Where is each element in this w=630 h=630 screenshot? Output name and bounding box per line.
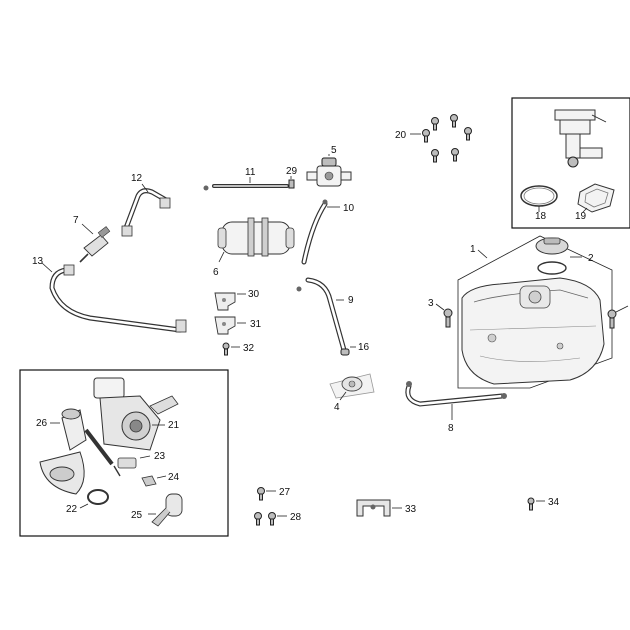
fuel-pump-unit bbox=[554, 109, 607, 168]
label-21: 21 bbox=[168, 420, 180, 431]
label-1: 1 bbox=[470, 244, 476, 255]
label-20: 20 bbox=[395, 130, 407, 141]
bolt-27: 27 bbox=[257, 487, 291, 501]
label-32: 32 bbox=[243, 343, 255, 354]
throttle-body-inset: 21 26 23 24 22 bbox=[19, 369, 229, 537]
label-8: 8 bbox=[448, 423, 454, 434]
label-5: 5 bbox=[331, 145, 337, 156]
label-22: 22 bbox=[66, 504, 78, 515]
fuel-cap-2: 2 bbox=[535, 237, 594, 275]
label-13: 13 bbox=[32, 256, 44, 267]
fuel-hose-12: 12 bbox=[121, 173, 171, 237]
inline-filter-7: 7 bbox=[73, 215, 111, 263]
clamp-29: 29 bbox=[286, 166, 298, 189]
label-11: 11 bbox=[245, 167, 256, 178]
bracket-33: 33 bbox=[356, 499, 417, 517]
label-26: 26 bbox=[36, 418, 48, 429]
hose-clip-16: 16 bbox=[340, 342, 370, 356]
bolt-set-28: 28 bbox=[254, 512, 302, 526]
charcoal-canister-6: 6 bbox=[213, 217, 295, 278]
label-2: 2 bbox=[588, 253, 594, 264]
label-31: 31 bbox=[250, 319, 262, 330]
mounting-plate-19 bbox=[577, 183, 615, 213]
label-23: 23 bbox=[154, 451, 166, 462]
tank-bolt-3: 3 bbox=[428, 298, 453, 328]
label-4: 4 bbox=[334, 402, 340, 413]
label-10: 10 bbox=[343, 203, 355, 214]
label-24: 24 bbox=[168, 472, 180, 483]
o-ring-22: 22 bbox=[66, 489, 109, 515]
fuel-hose-8: 8 bbox=[405, 381, 507, 434]
bolt-set-20: 20 bbox=[395, 114, 472, 163]
label-27: 27 bbox=[279, 487, 291, 498]
label-29: 29 bbox=[286, 166, 298, 177]
fuel-pump-inset: 18 19 bbox=[511, 97, 630, 229]
bracket-31: 31 bbox=[214, 316, 262, 335]
label-33: 33 bbox=[405, 504, 417, 515]
label-28: 28 bbox=[290, 512, 302, 523]
sensor-25: 25 bbox=[131, 493, 183, 527]
bolt-34: 34 bbox=[527, 497, 560, 511]
label-25: 25 bbox=[131, 510, 143, 521]
label-18: 18 bbox=[535, 211, 547, 222]
label-9: 9 bbox=[348, 295, 354, 306]
label-6: 6 bbox=[213, 267, 219, 278]
fuel-tank-1 bbox=[461, 277, 605, 385]
bracket-30: 30 bbox=[214, 289, 260, 311]
fuel-filter-5: 5 bbox=[306, 145, 352, 187]
label-19: 19 bbox=[575, 211, 587, 222]
fuel-hose-9: 9 bbox=[296, 277, 354, 353]
throttle-body-21: 21 bbox=[93, 377, 180, 451]
fuel-pipe-11: 11 bbox=[203, 167, 289, 191]
label-3: 3 bbox=[428, 298, 434, 309]
fuel-hose-13: 13 bbox=[32, 256, 187, 333]
intake-boot-26: 26 bbox=[36, 408, 87, 495]
label-16: 16 bbox=[358, 342, 370, 353]
fuel-tank-assembly: 1 2 3 bbox=[428, 235, 629, 389]
label-12: 12 bbox=[131, 173, 143, 184]
fuel-valve-4: 4 bbox=[329, 373, 375, 413]
gasket-ring-18 bbox=[520, 185, 558, 207]
fuel-hose-10: 10 bbox=[301, 199, 355, 265]
connector-23: 23 bbox=[113, 451, 166, 477]
bolt-32: 32 bbox=[222, 342, 255, 356]
label-7: 7 bbox=[73, 215, 79, 226]
label-34: 34 bbox=[548, 497, 560, 508]
clip-24: 24 bbox=[141, 472, 180, 487]
label-30: 30 bbox=[248, 289, 260, 300]
